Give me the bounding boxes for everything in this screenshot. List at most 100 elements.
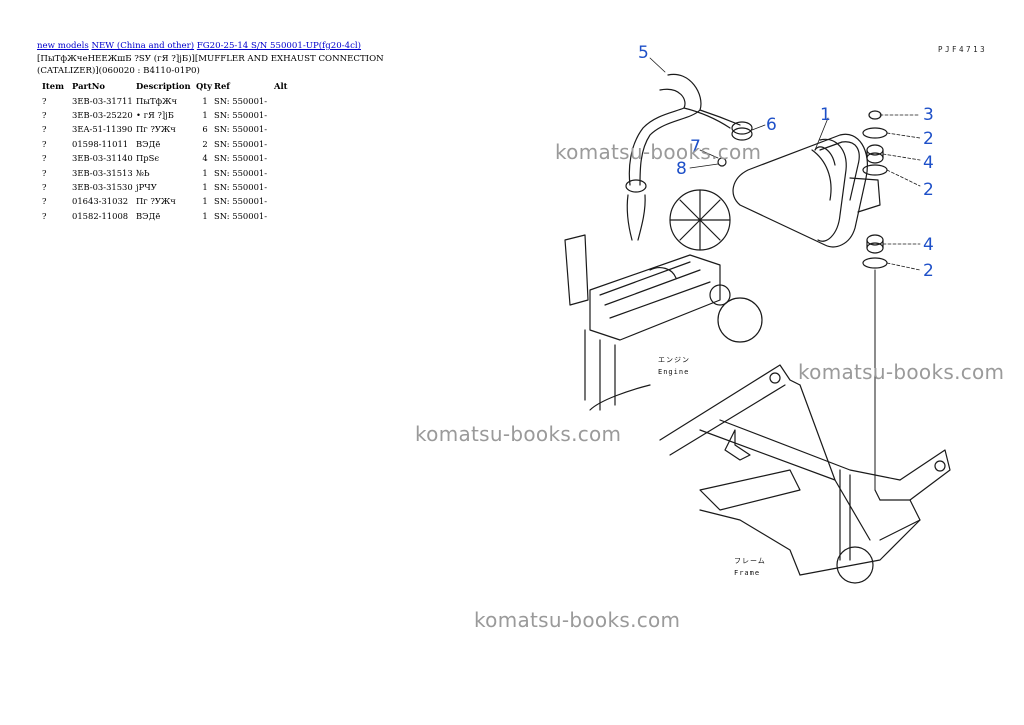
table-row: ? 01643-31032 Пг ?УЖч 1 SN: 550001- xyxy=(37,195,288,209)
parts-panel: new models NEW (China and other) FG20-25… xyxy=(37,40,397,223)
frame-drawing xyxy=(659,364,951,584)
callout-2-bottom: 2 xyxy=(923,261,934,281)
cell-ref: SN: 550001- xyxy=(214,110,268,121)
watermark: komatsu-books.com xyxy=(474,608,681,632)
cell-partno: 3EB-03-31711 xyxy=(72,95,133,106)
cell-ref: SN: 550001- xyxy=(214,182,268,193)
cell-partno: 01582-11008 xyxy=(72,210,129,221)
cell-item: ? xyxy=(42,196,47,207)
cell-item: ? xyxy=(42,138,47,149)
cell-alt xyxy=(274,123,288,137)
table-row: ? 3EB-03-31140 ПрSє 4 SN: 550001- xyxy=(37,151,288,165)
callout-5: 5 xyxy=(638,43,649,63)
cell-qty: 1 xyxy=(202,196,208,207)
cell-alt xyxy=(274,94,288,108)
engine-jp-label: エンジン xyxy=(658,356,690,364)
clamp-drawing xyxy=(717,121,753,167)
cell-partno: 01598-11011 xyxy=(72,138,129,149)
exploded-parts-diagram: 5 1 6 7 8 3 2 4 2 4 2 エンジン Engine フレーム F… xyxy=(564,43,951,584)
cell-alt xyxy=(274,166,288,180)
cell-description: Пг ?УЖч xyxy=(136,124,176,135)
cell-description: • гЯ ?]jБ xyxy=(136,110,174,121)
col-partno-header: PartNo xyxy=(72,80,106,91)
cell-qty: 6 xyxy=(202,124,208,135)
cell-partno: 3EB-03-25220 xyxy=(72,110,133,121)
cell-item: ? xyxy=(42,182,47,193)
cell-ref: SN: 550001- xyxy=(214,124,268,135)
breadcrumb: new models NEW (China and other) FG20-25… xyxy=(37,40,397,53)
table-row: ? 01582-11008 ВЭДё 1 SN: 550001- xyxy=(37,209,288,223)
cell-ref: SN: 550001- xyxy=(214,196,268,207)
cell-partno: 3EB-03-31140 xyxy=(72,153,133,164)
cell-description: Пг ?УЖч xyxy=(136,196,176,207)
frame-label: Frame xyxy=(734,569,760,577)
table-row: ? 01598-11011 ВЭДё 2 SN: 550001- xyxy=(37,137,288,151)
breadcrumb-new-models-link[interactable]: new models xyxy=(37,41,89,51)
cell-alt xyxy=(274,137,288,151)
callout-3: 3 xyxy=(923,105,934,125)
callout-7: 7 xyxy=(690,137,701,157)
cell-description: ПрSє xyxy=(136,153,160,164)
engine-drawing xyxy=(564,189,763,411)
cell-ref: SN: 550001- xyxy=(214,95,268,106)
parts-table: Item PartNo Description Qty Ref Alt ? 3E… xyxy=(37,80,288,224)
table-row: ? 3EB-03-31711 ПыТфЖч 1 SN: 550001- xyxy=(37,94,288,108)
breadcrumb-model-link[interactable]: FG20-25-14 S/N 550001-UP(fg20-4cl) xyxy=(196,41,362,51)
cell-partno: 3EA-51-11390 xyxy=(72,124,133,135)
table-header-row: Item PartNo Description Qty Ref Alt xyxy=(37,80,288,94)
col-description-header: Description xyxy=(136,80,191,91)
cell-alt xyxy=(274,151,288,165)
engine-label: Engine xyxy=(658,368,689,376)
cell-alt xyxy=(274,209,288,223)
cell-qty: 1 xyxy=(202,167,208,178)
cell-ref: SN: 550001- xyxy=(214,167,268,178)
cell-ref: SN: 550001- xyxy=(214,153,268,164)
cell-description: №Ь xyxy=(136,167,150,178)
table-row: ? 3EA-51-11390 Пг ?УЖч 6 SN: 550001- xyxy=(37,123,288,137)
watermark: komatsu-books.com xyxy=(798,360,1005,384)
callout-2-top: 2 xyxy=(923,129,934,149)
cell-partno: 3EB-03-31530 xyxy=(72,182,133,193)
page-title-line2: (CATALIZER)](060020 : B4110-01P0) xyxy=(37,66,200,77)
callout-1: 1 xyxy=(820,105,831,125)
cell-alt xyxy=(274,108,288,122)
cell-item: ? xyxy=(42,210,47,221)
page-title: [ПыТфЖчеНЕЕЖшБ ?SУ (гЯ ?]jБ)][MUFFLER AN… xyxy=(37,53,397,78)
cell-item: ? xyxy=(42,110,47,121)
cell-alt xyxy=(274,180,288,194)
table-row: ? 3EB-03-31530 jРЧУ 1 SN: 550001- xyxy=(37,180,288,194)
callout-6: 6 xyxy=(766,115,777,135)
table-row: ? 3EB-03-25220 • гЯ ?]jБ 1 SN: 550001- xyxy=(37,108,288,122)
cell-qty: 1 xyxy=(202,110,208,121)
breadcrumb-china-link[interactable]: NEW (China and other) xyxy=(91,41,195,51)
cell-ref: SN: 550001- xyxy=(214,210,268,221)
leader-lines xyxy=(649,57,921,271)
cell-partno: 3EB-03-31513 xyxy=(72,167,133,178)
col-alt-header: Alt xyxy=(274,80,288,91)
cell-description: jРЧУ xyxy=(136,182,157,193)
callout-4-top: 4 xyxy=(923,153,934,173)
cell-qty: 1 xyxy=(202,210,208,221)
watermark: komatsu-books.com xyxy=(415,422,622,446)
cell-description: ВЭДё xyxy=(136,210,161,221)
page-title-line1: [ПыТфЖчеНЕЕЖшБ ?SУ (гЯ ?]jБ)][MUFFLER AN… xyxy=(37,53,384,64)
cell-description: ПыТфЖч xyxy=(136,95,178,106)
col-ref-header: Ref xyxy=(214,80,230,91)
cell-description: ВЭДё xyxy=(136,138,161,149)
col-qty-header: Qty xyxy=(196,80,213,91)
callout-2-mid: 2 xyxy=(923,180,934,200)
table-row: ? 3EB-03-31513 №Ь 1 SN: 550001- xyxy=(37,166,288,180)
cell-item: ? xyxy=(42,95,47,106)
callout-8: 8 xyxy=(676,159,687,179)
callout-4-bottom: 4 xyxy=(923,235,934,255)
cell-ref: SN: 550001- xyxy=(214,138,268,149)
cell-item: ? xyxy=(42,124,47,135)
cell-qty: 4 xyxy=(202,153,208,164)
cell-alt xyxy=(274,195,288,209)
hardware-stack-drawing xyxy=(862,110,888,501)
watermark: komatsu-books.com xyxy=(555,140,762,164)
cell-qty: 1 xyxy=(202,95,208,106)
cell-partno: 01643-31032 xyxy=(72,196,129,207)
frame-jp-label: フレーム xyxy=(734,557,766,565)
cell-qty: 2 xyxy=(202,138,208,149)
